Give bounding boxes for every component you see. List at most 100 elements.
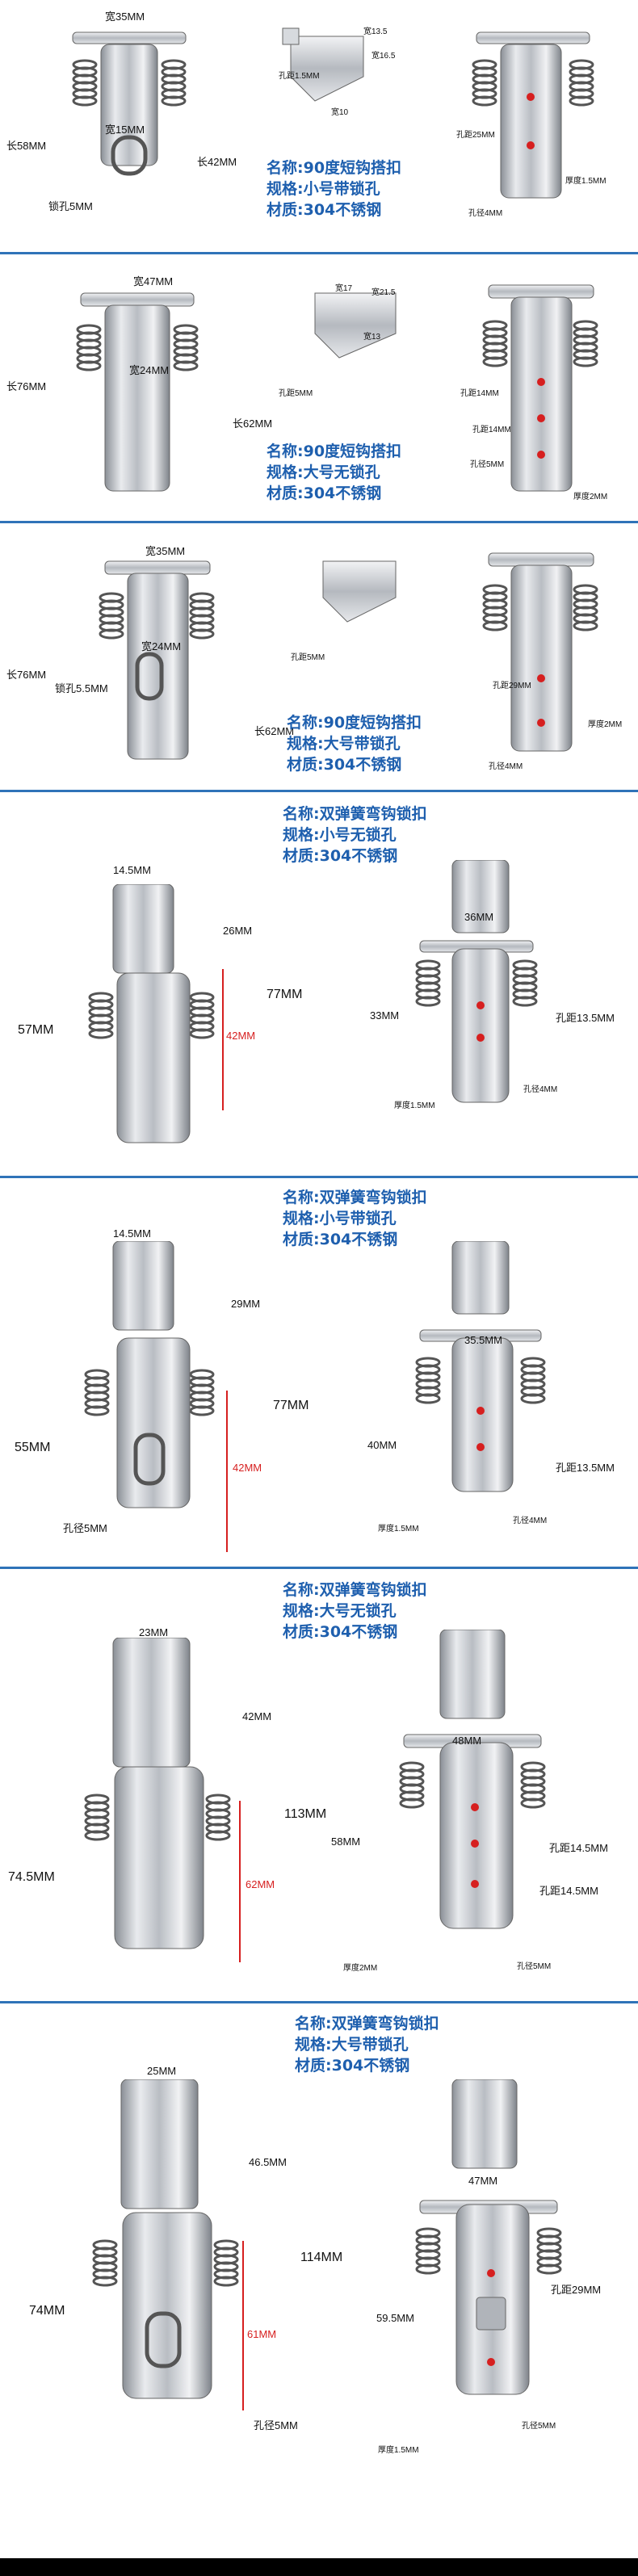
dim-body-len: 74MM (29, 2304, 65, 2318)
product-info: 名称:90度短钩搭扣 规格:大号无锁孔 材质:304不锈钢 (267, 441, 401, 504)
dim-right-height: 33MM (370, 1009, 400, 1022)
red-dimension-line (239, 1801, 241, 1962)
latch-front-view (88, 884, 215, 1143)
product-spec: 规格:小号带锁孔 (283, 1210, 397, 1227)
section-divider (0, 2001, 638, 2003)
product-info: 名称:双弹簧弯钩锁扣 规格:小号无锁孔 材质:304不锈钢 (283, 803, 427, 866)
dim-part-d: 孔距5MM (291, 653, 325, 662)
product-info: 名称:双弹簧弯钩锁扣 规格:小号带锁孔 材质:304不锈钢 (283, 1187, 427, 1250)
dim-hole-pitch: 孔距25MM (456, 131, 495, 140)
dim-part-c: 宽13 (363, 333, 381, 342)
product-material: 材质:304不锈钢 (295, 2057, 410, 2075)
section-divider (0, 1176, 638, 1178)
dim-thickness: 厚度1.5MM (378, 2446, 419, 2455)
product-name: 名称:双弹簧弯钩锁扣 (283, 1581, 427, 1599)
dim-hook-len: 42MM (242, 1710, 272, 1722)
product-spec: 规格:大号带锁孔 (295, 2036, 409, 2054)
dim-right-height: 59.5MM (376, 2312, 414, 2324)
dim-hook-len: 29MM (231, 1298, 261, 1310)
latch-front-view (92, 2079, 239, 2399)
dim-hole-dia: 孔径5MM (470, 460, 505, 469)
dim-right-height: 58MM (331, 1836, 361, 1848)
product-spec: 规格:小号无锁孔 (283, 826, 397, 844)
product-spec: 规格:大号无锁孔 (283, 1602, 397, 1620)
latch-side-view (399, 1630, 546, 1929)
dim-body-len: 55MM (15, 1441, 51, 1454)
product-material: 材质:304不锈钢 (267, 485, 382, 502)
dim-thickness: 厚度2MM (573, 493, 608, 501)
hook-plate-view (322, 560, 397, 623)
dim-top-width: 14.5MM (113, 1227, 151, 1240)
product-name: 名称:90度短钩搭扣 (287, 714, 422, 732)
latch-front-view (84, 1638, 231, 1949)
latch-side-view (482, 284, 598, 492)
dim-right-height: 40MM (367, 1439, 397, 1451)
product-info: 名称:90度短钩搭扣 规格:小号带锁孔 材质:304不锈钢 (267, 157, 401, 220)
product-name: 名称:90度短钩搭扣 (267, 159, 402, 177)
dim-hole-pitch-b: 孔距14MM (472, 426, 511, 434)
product-spec: 规格:大号带锁孔 (287, 735, 401, 753)
product-name: 名称:双弹簧弯钩锁扣 (283, 1189, 427, 1206)
product-name: 名称:双弹簧弯钩锁扣 (295, 2015, 439, 2033)
dim-length-left: 长76MM (6, 380, 47, 392)
dim-length-left: 长76MM (6, 669, 47, 681)
product-info: 名称:双弹簧弯钩锁扣 规格:大号带锁孔 材质:304不锈钢 (295, 2013, 439, 2076)
dim-width-inner: 宽24MM (129, 364, 170, 376)
dim-hole-pitch-b: 孔距14.5MM (539, 1885, 598, 1897)
dim-hole-pitch-a: 孔距14MM (460, 389, 499, 398)
section-divider (0, 790, 638, 792)
product-section-3: 宽35MM 宽24MM 长76MM 长62MM 锁孔5.5MM 孔距5MM 孔距… (0, 525, 638, 783)
product-section-5: 名称:双弹簧弯钩锁扣 规格:小号带锁孔 材质:304不锈钢 14.5MM 29M… (0, 1181, 638, 1568)
latch-front-view (72, 31, 187, 176)
dim-red-len: 62MM (246, 1878, 275, 1890)
dim-hook-len: 46.5MM (249, 2156, 287, 2168)
latch-side-view (415, 860, 538, 1103)
dim-hole-dia: 孔径5MM (517, 1962, 552, 1971)
dim-top-width: 14.5MM (113, 864, 151, 876)
dim-length-right: 长62MM (254, 725, 295, 737)
section-divider (0, 252, 638, 254)
latch-front-view (84, 1241, 215, 1508)
dim-body-len: 57MM (18, 1023, 54, 1037)
dim-hole-dia: 孔径5MM (522, 2422, 556, 2431)
product-section-6: 名称:双弹簧弯钩锁扣 规格:大号无锁孔 材质:304不锈钢 23MM 42MM … (0, 1573, 638, 2001)
dim-part-b: 宽21.5 (371, 288, 396, 297)
dim-lock-hole: 锁孔5MM (48, 200, 93, 212)
dim-part-b: 宽16.5 (371, 52, 396, 61)
dim-total-len: 77MM (267, 988, 303, 1001)
latch-side-view (482, 552, 598, 752)
dim-red-len: 42MM (233, 1462, 262, 1474)
product-spec: 规格:小号带锁孔 (267, 180, 380, 198)
dim-total-len: 114MM (300, 2251, 343, 2264)
bottom-bar (0, 2558, 638, 2576)
product-spec: 规格:大号无锁孔 (267, 464, 380, 481)
dim-hole-dia: 孔径4MM (513, 1517, 548, 1525)
product-section-2: 宽47MM 宽24MM 长76MM 长62MM 宽17 宽21.5 宽13 孔距… (0, 257, 638, 515)
latch-front-view (99, 560, 215, 760)
latch-side-view (415, 2079, 562, 2395)
product-name: 名称:90度短钩搭扣 (267, 443, 402, 460)
product-info: 名称:双弹簧弯钩锁扣 规格:大号无锁孔 材质:304不锈钢 (283, 1580, 427, 1643)
dim-hole-dia: 孔径4MM (523, 1085, 558, 1094)
red-dimension-line (222, 969, 224, 1110)
dim-length-right: 长62MM (233, 417, 273, 430)
section-divider (0, 521, 638, 523)
dim-lock-hole: 锁孔5.5MM (55, 682, 108, 694)
dim-thickness: 厚度1.5MM (378, 1525, 419, 1533)
product-material: 材质:304不锈钢 (287, 756, 402, 774)
dim-hole-pitch: 孔距29MM (551, 2284, 602, 2296)
dim-thickness: 厚度2MM (588, 720, 623, 729)
dim-right-width: 36MM (464, 911, 494, 923)
dim-total-len: 113MM (284, 1807, 327, 1821)
latch-side-view (472, 31, 594, 199)
dim-lock-hole: 孔径5MM (254, 2419, 298, 2431)
dim-thickness: 厚度1.5MM (565, 177, 607, 186)
dim-top-width: 25MM (147, 2065, 177, 2077)
product-section-1: 宽35MM 宽15MM 长58MM 长42MM 锁孔5MM 宽13.5 宽16.… (0, 0, 638, 252)
product-material: 材质:304不锈钢 (283, 847, 398, 865)
dim-hole-dia: 孔径4MM (468, 209, 503, 218)
product-info: 名称:90度短钩搭扣 规格:大号带锁孔 材质:304不锈钢 (287, 712, 422, 775)
dim-red-len: 42MM (226, 1030, 256, 1042)
dim-part-d: 孔距1.5MM (279, 72, 320, 81)
dim-length-left: 长58MM (6, 140, 47, 152)
